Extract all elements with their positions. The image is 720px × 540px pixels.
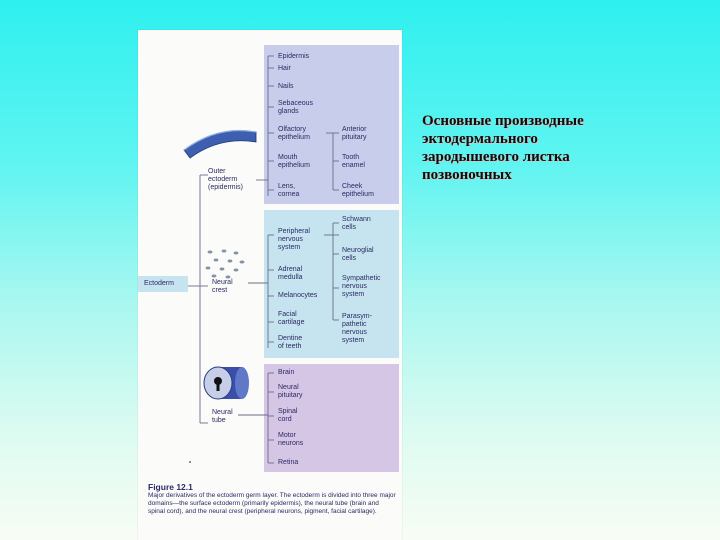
derivative-item: Neuroglial cells bbox=[342, 247, 374, 262]
figure-caption-text: Major derivatives of the ectoderm germ l… bbox=[148, 492, 396, 515]
derivative-item: Retina bbox=[278, 459, 299, 466]
surface-ectoderm-panel bbox=[264, 45, 399, 204]
derivative-item: Spinal cord bbox=[278, 408, 298, 423]
derivative-item: Lens, cornea bbox=[278, 183, 300, 198]
figure-caption: Figure 12.1 Major derivatives of the ect… bbox=[148, 482, 396, 516]
textbook-figure: Ectoderm Outer ectoderm (epidermis) Neur… bbox=[138, 30, 402, 540]
derivative-item: Nails bbox=[278, 83, 294, 90]
outer-ectoderm-label: Outer ectoderm (epidermis) bbox=[208, 168, 244, 191]
derivative-item: Sympathetic nervous system bbox=[342, 275, 381, 298]
derivative-item: Parasym- pathetic nervous system bbox=[342, 313, 372, 344]
derivative-item: Motor neurons bbox=[278, 432, 304, 447]
derivative-item: Anterior pituitary bbox=[342, 126, 367, 141]
tree-lines bbox=[183, 55, 339, 464]
derivative-item: Tooth enamel bbox=[342, 154, 365, 169]
ectoderm-label-box: Ectoderm bbox=[138, 276, 188, 292]
neural-tube-panel bbox=[264, 364, 399, 472]
derivative-item: Hair bbox=[278, 65, 291, 72]
derivative-item: Peripheral nervous system bbox=[278, 228, 310, 251]
derivative-item: Neural pituitary bbox=[278, 384, 303, 399]
derivative-item: Olfactory epithelium bbox=[278, 126, 310, 141]
derivative-item: Melanocytes bbox=[278, 292, 318, 299]
slide-title: Основные производные эктодермального зар… bbox=[422, 113, 584, 183]
derivative-item: Sebaceous glands bbox=[278, 100, 314, 115]
derivative-item: Cheek epithelium bbox=[342, 183, 374, 198]
derivative-item: Mouth epithelium bbox=[278, 154, 310, 169]
derivative-item: Schwann cells bbox=[342, 216, 371, 231]
ectoderm-label: Ectoderm bbox=[144, 280, 174, 287]
neural-crest-label: Neural crest bbox=[212, 279, 233, 294]
derivative-item: Brain bbox=[278, 369, 295, 376]
derivative-item: Facial cartilage bbox=[278, 311, 305, 326]
derivative-item: Adrenal medulla bbox=[278, 266, 303, 281]
figure-caption-title: Figure 12.1 bbox=[148, 482, 193, 492]
derivative-item: Dentine of teeth bbox=[278, 335, 303, 350]
neural-tube-label: Neural tube bbox=[212, 409, 233, 424]
derivative-item: Epidermis bbox=[278, 53, 310, 60]
